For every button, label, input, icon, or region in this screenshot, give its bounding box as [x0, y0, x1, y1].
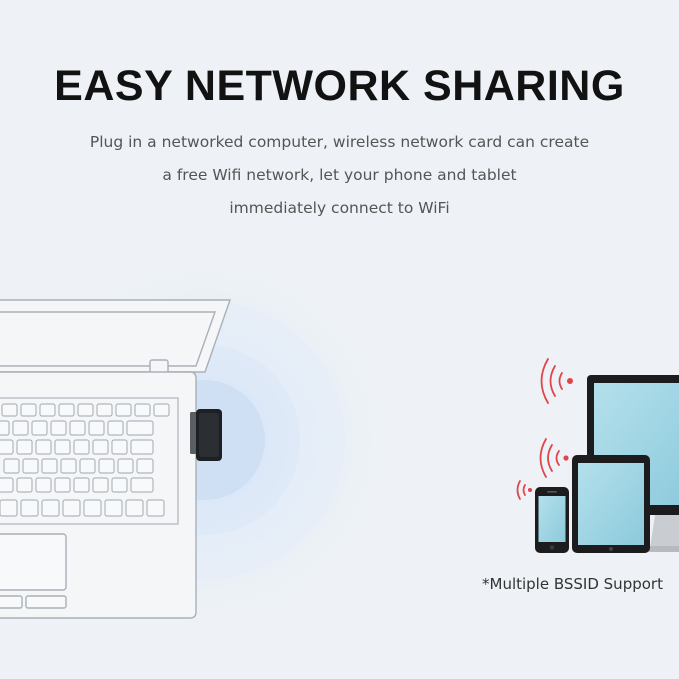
- keyboard-key: [54, 477, 71, 493]
- keyboard-key: [35, 439, 52, 455]
- description-line-2: a free Wifi network, let your phone and …: [162, 166, 517, 184]
- keyboard-key: [62, 499, 81, 517]
- phone-icon: [535, 487, 569, 553]
- keyboard-key: [73, 477, 90, 493]
- keyboard-key: [39, 403, 56, 417]
- keyboard-key: [115, 403, 132, 417]
- keyboard-key: [16, 477, 33, 493]
- keyboard-key: [79, 458, 96, 474]
- keyboard-key: [153, 403, 170, 417]
- keyboard-key: [41, 499, 60, 517]
- keyboard-key: [22, 458, 39, 474]
- keyboard-key: [134, 403, 151, 417]
- keyboard-key: [125, 499, 144, 517]
- description-line-3: immediately connect to WiFi: [229, 199, 450, 217]
- keyboard-key: [20, 403, 37, 417]
- keyboard-key: [12, 420, 29, 436]
- keyboard-key: [126, 420, 154, 436]
- keyboard-key: [83, 499, 102, 517]
- keyboard-key: [136, 458, 154, 474]
- description-line-1: Plug in a networked computer, wireless n…: [89, 133, 590, 151]
- tablet-icon: [572, 455, 650, 553]
- keyboard-key: [104, 499, 123, 517]
- keyboard-key: [107, 420, 124, 436]
- keyboard-key: [31, 420, 48, 436]
- keyboard-key: [96, 403, 113, 417]
- keyboard-key: [117, 458, 134, 474]
- keyboard-key: [69, 420, 86, 436]
- keyboard-key: [54, 439, 71, 455]
- keyboard-key: [3, 458, 20, 474]
- page-title: EASY NETWORK SHARING: [54, 62, 625, 110]
- keyboard-key: [0, 420, 10, 436]
- keyboard-key: [130, 477, 154, 493]
- keyboard-key: [146, 499, 165, 517]
- keyboard-key: [111, 477, 128, 493]
- keyboard-key: [92, 439, 109, 455]
- keyboard-key: [73, 439, 90, 455]
- keyboard-key: [0, 439, 14, 455]
- keyboard-key: [16, 439, 33, 455]
- keyboard-key: [1, 403, 18, 417]
- keyboard-key: [0, 499, 18, 517]
- keyboard-key: [77, 403, 94, 417]
- keyboard-key: [35, 477, 52, 493]
- keyboard-key: [0, 477, 14, 493]
- usb-wifi-adapter-icon: [190, 409, 222, 461]
- keyboard-key: [41, 458, 58, 474]
- laptop-icon: [0, 299, 231, 619]
- keyboard-key: [60, 458, 77, 474]
- keyboard-key: [88, 420, 105, 436]
- keyboard-key: [92, 477, 109, 493]
- keyboard-key: [58, 403, 75, 417]
- keyboard-key: [98, 458, 115, 474]
- wifi-signal-icon: [516, 358, 573, 500]
- keyboard-key: [111, 439, 128, 455]
- keyboard-key: [130, 439, 154, 455]
- keyboard-key: [20, 499, 39, 517]
- bssid-caption: *Multiple BSSID Support: [482, 575, 663, 593]
- keyboard-key: [50, 420, 67, 436]
